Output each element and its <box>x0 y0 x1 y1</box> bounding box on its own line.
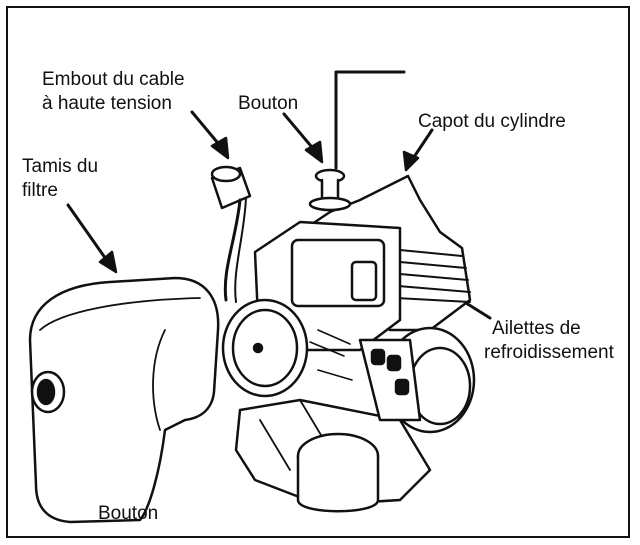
label-embout-line2: à haute tension <box>42 92 172 115</box>
arrow-bouton-top <box>284 114 322 162</box>
label-bouton-bottom: Bouton <box>98 502 158 525</box>
arrow-tamis <box>68 205 116 272</box>
label-tamis-line2: filtre <box>22 179 58 202</box>
label-tamis-line1: Tamis du <box>22 155 98 178</box>
label-embout-line1: Embout du cable <box>42 68 185 91</box>
label-bouton-top: Bouton <box>238 92 298 115</box>
top-knob <box>310 170 350 210</box>
arrow-embout <box>192 112 228 158</box>
cable-lead-line <box>336 72 404 168</box>
arrow-capot <box>404 130 432 170</box>
label-ailettes-line2: refroidissement <box>484 341 614 364</box>
engine-block <box>223 176 474 511</box>
label-ailettes-line1: Ailettes de <box>492 317 581 340</box>
spark-plug-cap <box>212 167 250 302</box>
filter-cover <box>30 278 218 522</box>
label-capot: Capot du cylindre <box>418 110 566 133</box>
